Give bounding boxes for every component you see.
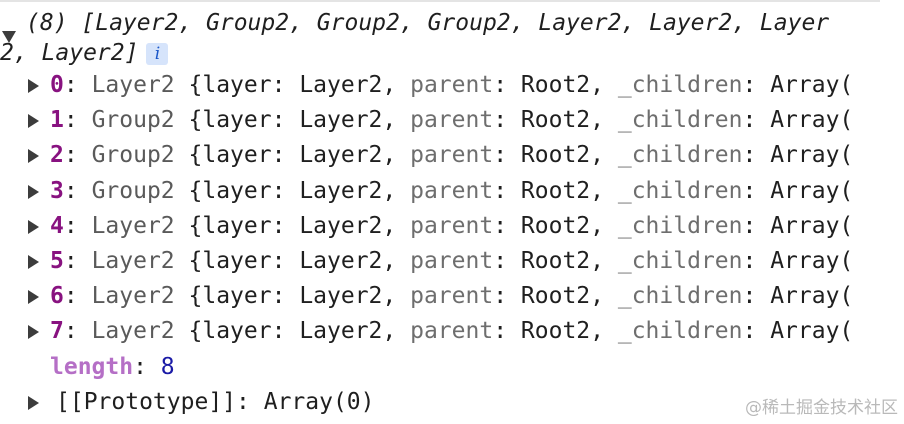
entry-parent-value: Root2: [520, 107, 591, 134]
entry-index: 0: [50, 72, 64, 98]
entry-index: 2: [50, 142, 64, 169]
length-value: 8: [160, 353, 175, 380]
entry-layer-value: Layer2: [299, 72, 383, 98]
entry-key-children: _children: [617, 247, 743, 274]
entry-key-parent: parent: [410, 142, 494, 169]
entry-class-name: Layer2: [91, 318, 175, 345]
entry-key-children: _children: [617, 107, 743, 134]
entry-parent-value: Root2: [520, 318, 591, 345]
expand-entry-7-icon[interactable]: [28, 325, 39, 340]
entry-class-name: Group2: [91, 177, 175, 204]
entry-layer-value: Layer2: [299, 247, 383, 274]
entry-key-parent: parent: [410, 72, 494, 98]
entry-index: 6: [50, 283, 64, 310]
entry-key-children: _children: [617, 212, 743, 239]
entry-key-layer: layer: [202, 177, 272, 204]
expand-prototype-icon[interactable]: [28, 395, 39, 410]
entry-layer-value: Layer2: [299, 318, 383, 345]
entry-layer-value: Layer2: [299, 283, 383, 310]
entry-class-name: Layer2: [91, 247, 175, 274]
entry-children-value: Array(: [770, 247, 854, 274]
entry-children-value: Array(: [770, 283, 854, 310]
expand-entry-5-icon[interactable]: [28, 254, 39, 269]
entry-key-parent: parent: [410, 247, 494, 274]
entry-children-value: Array(: [770, 72, 854, 98]
expand-entry-4-icon[interactable]: [28, 219, 39, 234]
array-entry-0[interactable]: 0: Layer2 {layer: Layer2, parent: Root2,…: [0, 68, 884, 103]
entry-class-name: Layer2: [91, 72, 175, 98]
entry-key-children: _children: [617, 318, 743, 345]
console-top-divider: [0, 0, 880, 2]
entry-class-name: Layer2: [91, 212, 175, 239]
array-length-row: length: 8: [50, 353, 175, 380]
entry-parent-value: Root2: [520, 72, 591, 98]
expand-entry-1-icon[interactable]: [28, 114, 39, 129]
entry-parent-value: Root2: [520, 283, 591, 310]
entry-key-parent: parent: [410, 318, 494, 345]
entry-key-children: _children: [617, 142, 743, 169]
expand-entry-0-icon[interactable]: [28, 79, 39, 93]
array-summary-line-2: 2, Layer2] i: [0, 38, 880, 68]
entry-children-value: Array(: [770, 177, 854, 204]
array-entry-4[interactable]: 4: Layer2 {layer: Layer2, parent: Root2,…: [0, 209, 884, 244]
entry-index: 1: [50, 107, 64, 134]
array-summary[interactable]: (8) [Layer2, Group2, Group2, Group2, Lay…: [0, 8, 880, 68]
array-entry-2[interactable]: 2: Group2 {layer: Layer2, parent: Root2,…: [0, 138, 884, 173]
array-summary-tail: 2, Layer2]: [0, 40, 139, 66]
expand-entry-6-icon[interactable]: [28, 290, 39, 305]
entry-layer-value: Layer2: [299, 107, 383, 134]
entry-parent-value: Root2: [520, 247, 591, 274]
entry-children-value: Array(: [770, 212, 854, 239]
entry-layer-value: Layer2: [299, 177, 383, 204]
entry-children-value: Array(: [770, 107, 854, 134]
entry-key-layer: layer: [202, 107, 272, 134]
entry-key-parent: parent: [410, 177, 494, 204]
entry-index: 7: [50, 318, 64, 345]
array-entries: 0: Layer2 {layer: Layer2, parent: Root2,…: [0, 68, 884, 420]
expand-entry-3-icon[interactable]: [28, 184, 39, 199]
entry-children-value: Array(: [770, 142, 854, 169]
entry-parent-value: Root2: [520, 212, 591, 239]
entry-key-parent: parent: [410, 107, 494, 134]
entry-layer-value: Layer2: [299, 212, 383, 239]
entry-class-name: Group2: [91, 107, 175, 134]
entry-key-children: _children: [617, 283, 743, 310]
prototype-value: Array(0): [263, 388, 375, 415]
entry-key-children: _children: [617, 72, 743, 98]
watermark: @稀土掘金技术社区: [745, 398, 898, 418]
entry-class-name: Layer2: [91, 283, 175, 310]
length-key: length: [50, 353, 134, 380]
prototype-row[interactable]: [[Prototype]]: Array(0): [0, 385, 884, 420]
entry-parent-value: Root2: [520, 177, 591, 204]
entry-children-value: Array(: [770, 318, 854, 345]
array-entry-3[interactable]: 3: Group2 {layer: Layer2, parent: Root2,…: [0, 174, 884, 209]
prototype-label: [[Prototype]]: [56, 388, 237, 415]
expand-entry-2-icon[interactable]: [28, 149, 39, 164]
entry-key-layer: layer: [202, 318, 272, 345]
entry-parent-value: Root2: [520, 142, 591, 169]
entry-key-parent: parent: [410, 283, 494, 310]
expand-array-toggle-icon[interactable]: [2, 31, 16, 43]
array-entry-5[interactable]: 5: Layer2 {layer: Layer2, parent: Root2,…: [0, 244, 884, 279]
entry-key-children: _children: [617, 177, 743, 204]
entry-key-layer: layer: [202, 283, 272, 310]
entry-class-name: Group2: [91, 142, 175, 169]
array-entry-1[interactable]: 1: Group2 {layer: Layer2, parent: Root2,…: [0, 103, 884, 138]
array-entry-6[interactable]: 6: Layer2 {layer: Layer2, parent: Root2,…: [0, 279, 884, 314]
entry-index: 3: [50, 177, 64, 204]
entry-index: 4: [50, 212, 64, 239]
entry-key-layer: layer: [202, 212, 272, 239]
entry-index: 5: [50, 247, 64, 274]
entry-key-layer: layer: [202, 247, 272, 274]
info-icon[interactable]: i: [146, 42, 169, 65]
entry-key-layer: layer: [202, 142, 272, 169]
entry-layer-value: Layer2: [299, 142, 383, 169]
entry-key-parent: parent: [410, 212, 494, 239]
array-entry-7[interactable]: 7: Layer2 {layer: Layer2, parent: Root2,…: [0, 314, 884, 349]
array-summary-line-1: (8) [Layer2, Group2, Group2, Group2, Lay…: [26, 10, 830, 36]
entry-key-layer: layer: [202, 72, 272, 98]
